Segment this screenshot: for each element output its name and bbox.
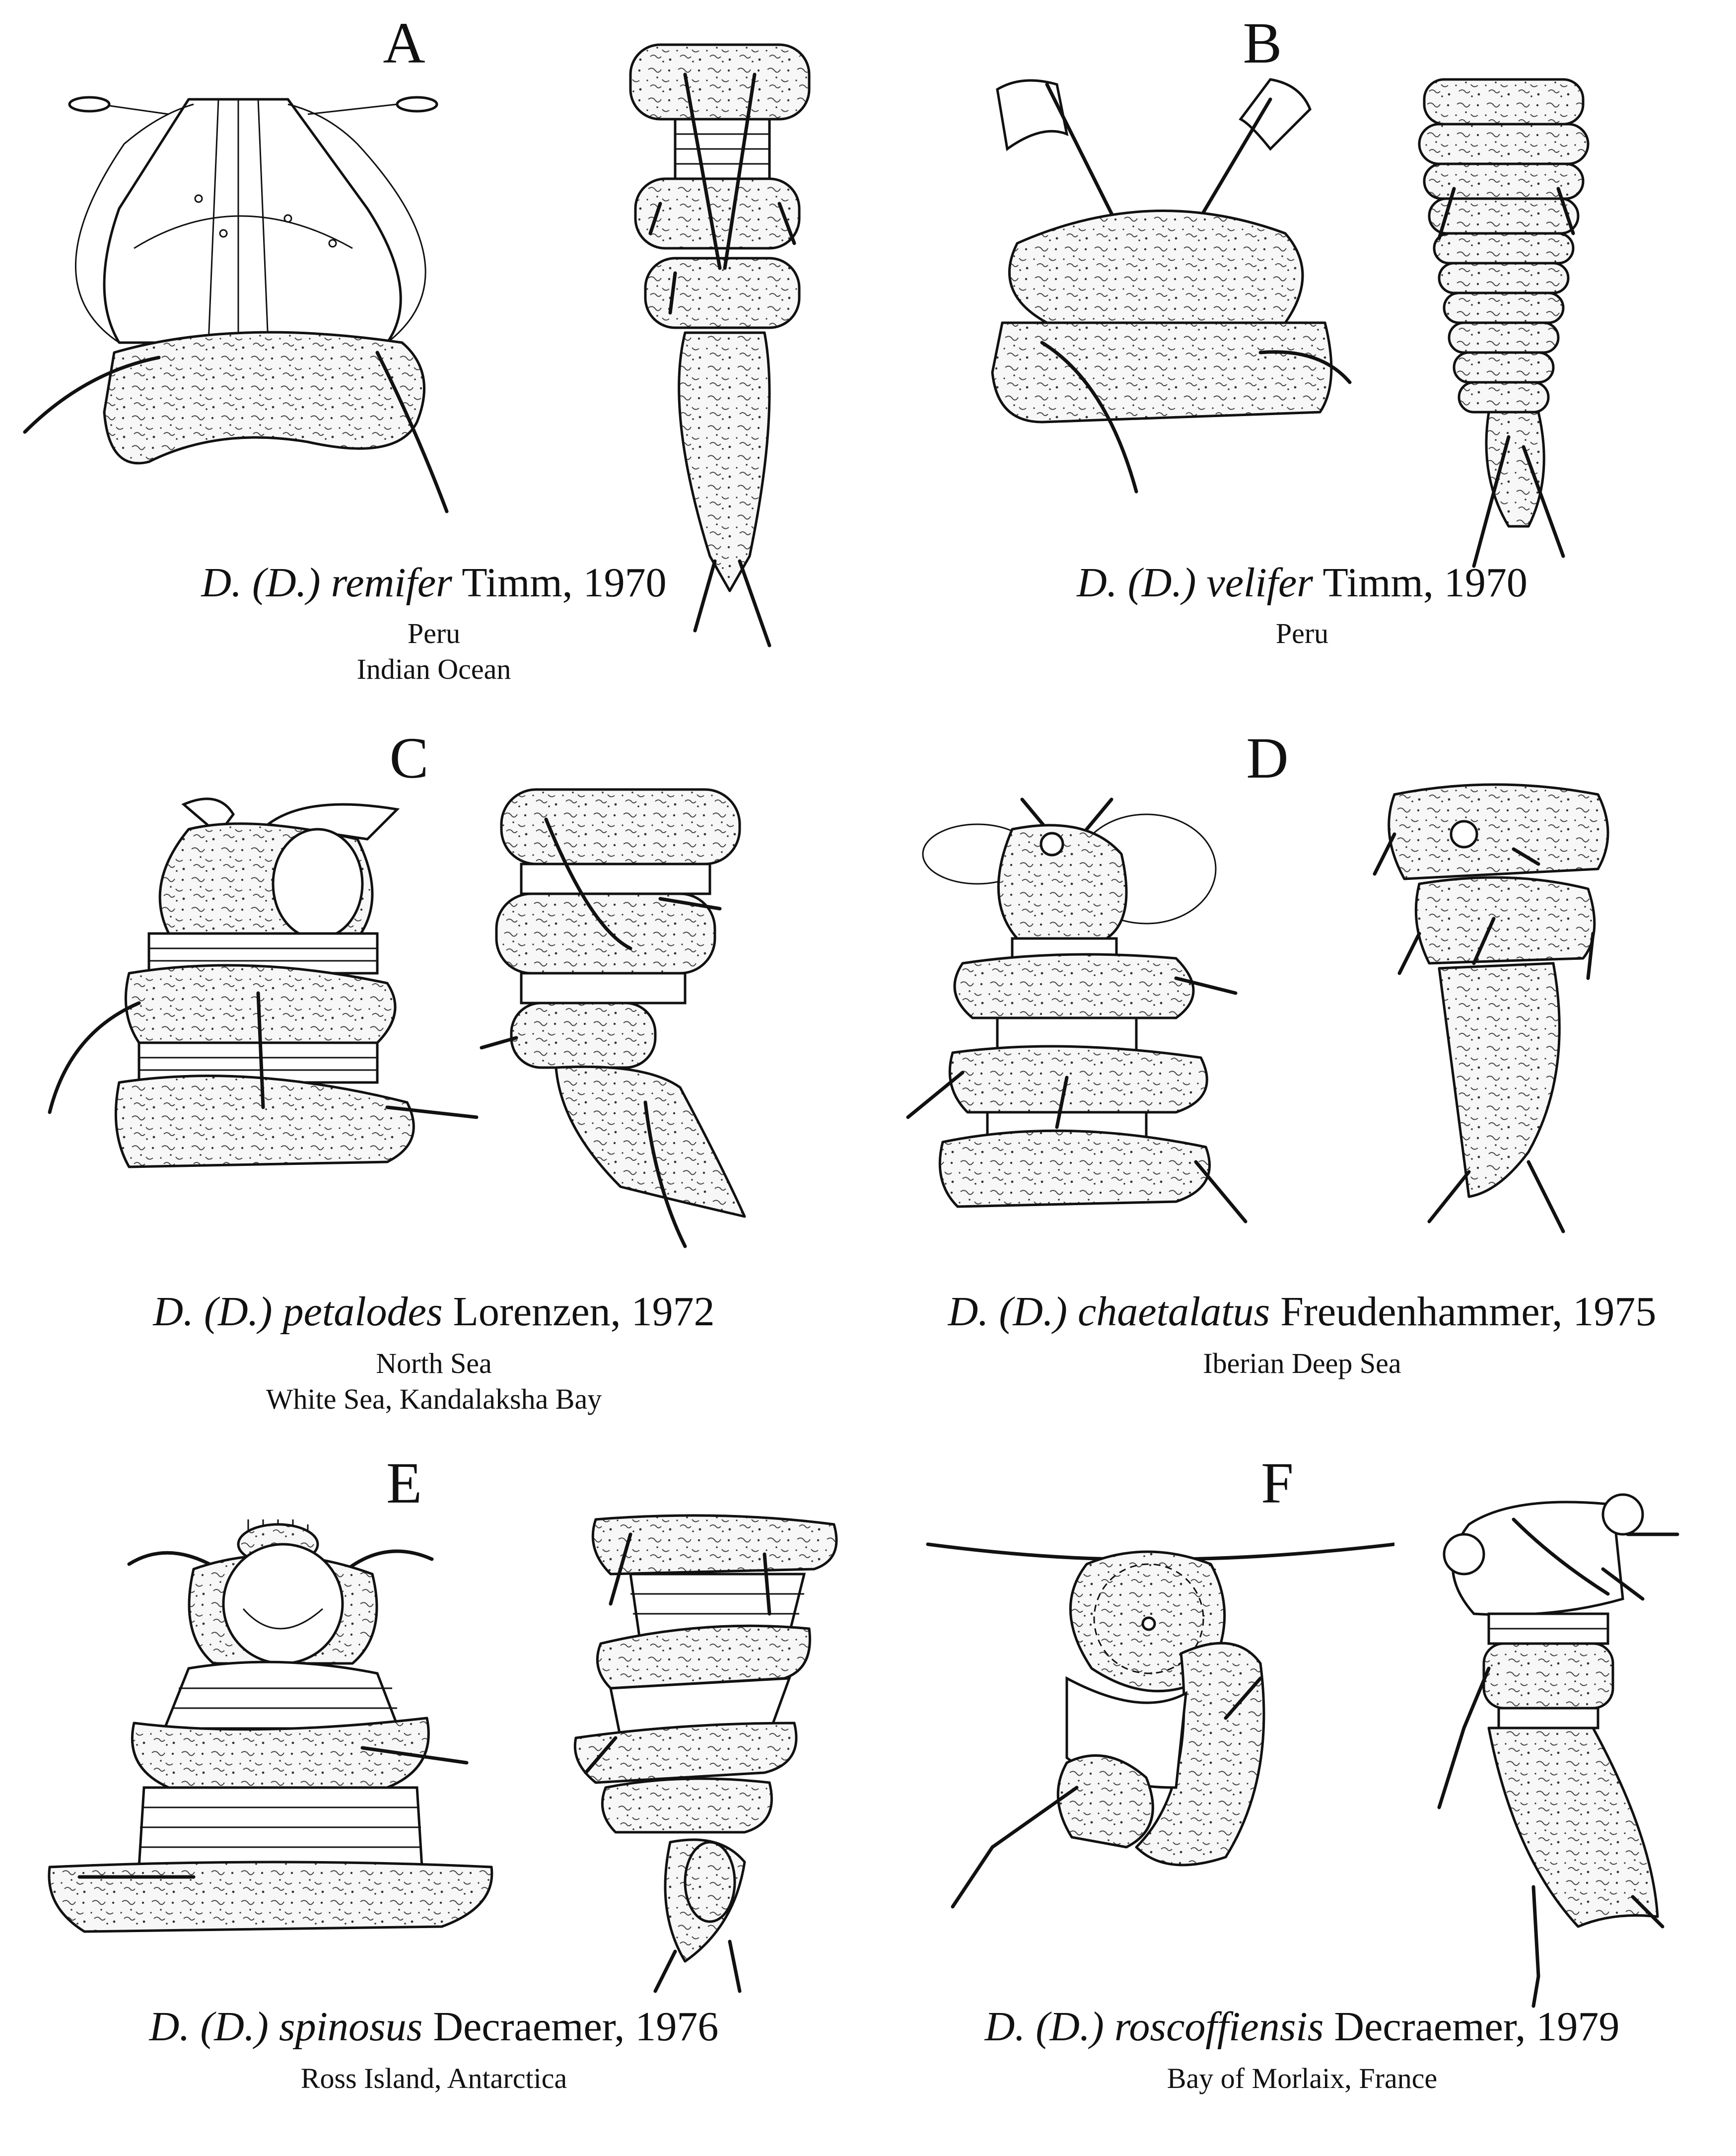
species: velifer <box>1206 560 1313 606</box>
panel-b: B D. (D.) velifer Timm, 1970 Peru <box>868 0 1736 715</box>
species: spinosus <box>278 2004 423 2050</box>
species-caption: D. (D.) remifer Timm, 1970 <box>0 562 868 604</box>
panel-d: D D. (D.) chaetalatus Freudenhammer, 197… <box>868 715 1736 1430</box>
genus: D. (D.) <box>984 2004 1104 2050</box>
species-caption: D. (D.) velifer Timm, 1970 <box>868 562 1736 604</box>
panel-letter: D <box>1246 725 1289 791</box>
panel-f: F D. (D.) roscoffiensis Decraemer, 1979 … <box>868 1440 1736 2155</box>
locality: Ross Island, Antarctica <box>300 2062 567 2094</box>
panel-letter: E <box>386 1450 422 1515</box>
tail-illustration <box>573 1514 838 1993</box>
head-illustration <box>906 797 1248 1223</box>
species-caption: D. (D.) spinosus Decraemer, 1976 <box>0 2006 868 2048</box>
locality: Iberian Deep Sea <box>1203 1347 1401 1379</box>
tail-illustration <box>1373 783 1609 1233</box>
head-illustration <box>926 1542 1394 1909</box>
genus: D. (D.) <box>948 1289 1067 1335</box>
panel-letter: C <box>389 725 429 791</box>
species-caption: D. (D.) roscoffiensis Decraemer, 1979 <box>868 2006 1736 2048</box>
author: Timm, 1970 <box>462 560 667 606</box>
locality-list: Bay of Morlaix, France <box>868 2061 1736 2096</box>
locality: Bay of Morlaix, France <box>1167 2062 1438 2094</box>
species-caption: D. (D.) chaetalatus Freudenhammer, 1975 <box>868 1291 1736 1333</box>
locality: White Sea, Kandalaksha Bay <box>266 1383 602 1415</box>
locality: Peru <box>1275 617 1329 649</box>
author: Freudenhammer, 1975 <box>1280 1289 1657 1335</box>
species: roscoffiensis <box>1114 2004 1324 2050</box>
author: Timm, 1970 <box>1322 560 1528 606</box>
author: Lorenzen, 1972 <box>453 1289 715 1335</box>
genus: D. (D.) <box>201 560 321 606</box>
locality: Indian Ocean <box>356 653 511 685</box>
locality-list: North Sea White Sea, Kandalaksha Bay <box>0 1346 868 1417</box>
panel-letter: A <box>383 10 425 75</box>
locality-list: Ross Island, Antarctica <box>0 2061 868 2096</box>
panel-e: E D. (D.) spinosus Decraemer, 1976 Ross … <box>0 1440 868 2155</box>
head-illustration <box>48 1519 493 1933</box>
locality-list: Peru Indian Ocean <box>0 616 868 687</box>
genus: D. (D.) <box>153 1289 273 1335</box>
species: remifer <box>331 560 452 606</box>
locality: North Sea <box>376 1347 492 1379</box>
genus: D. (D.) <box>149 2004 269 2050</box>
species: chaetalatus <box>1077 1289 1270 1335</box>
panel-c: C D. (D.) petalodes Lorenzen, 1972 North… <box>0 715 868 1430</box>
species-caption: D. (D.) petalodes Lorenzen, 1972 <box>0 1291 868 1333</box>
panel-letter: B <box>1243 10 1282 75</box>
locality-list: Peru <box>868 616 1736 651</box>
head-illustration <box>991 78 1352 494</box>
panel-a: A D. (D.) remifer Timm, 1970 Peru Indian… <box>0 0 868 715</box>
head-illustration <box>23 96 449 513</box>
tail-illustration <box>629 43 811 647</box>
head-illustration <box>48 797 479 1168</box>
author: Decraemer, 1979 <box>1334 2004 1620 2050</box>
genus: D. (D.) <box>1077 560 1196 606</box>
tail-illustration <box>480 788 746 1248</box>
species: petalodes <box>282 1289 443 1335</box>
locality: Peru <box>407 617 461 649</box>
locality-list: Iberian Deep Sea <box>868 1346 1736 1381</box>
panel-letter: F <box>1261 1450 1294 1515</box>
author: Decraemer, 1976 <box>433 2004 719 2050</box>
tail-illustration <box>1418 78 1590 568</box>
tail-illustration <box>1437 1493 1679 2008</box>
